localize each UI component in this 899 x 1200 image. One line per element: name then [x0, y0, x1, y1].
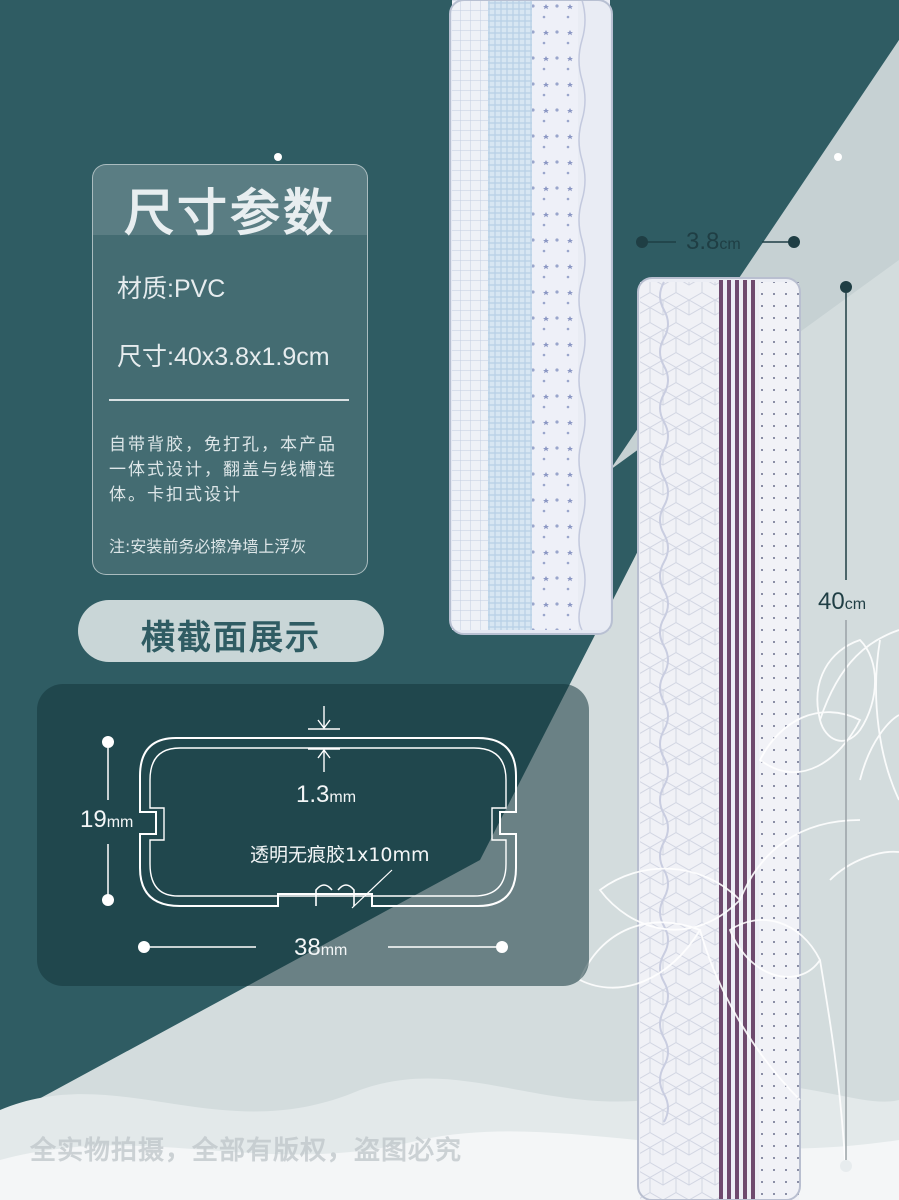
spec-description: 自带背胶，免打孔，本产品一体式设计，翻盖与线槽连体。卡扣式设计 [109, 435, 337, 505]
spec-note: 注:安装前务必擦净墙上浮灰 [109, 537, 307, 556]
profile-outer [139, 737, 517, 907]
product-length-label: 40cm [818, 588, 867, 615]
spec-title-band [93, 165, 367, 235]
cross-section-pill: 横截面展示 [78, 600, 384, 662]
spec-title: 尺寸参数 [124, 184, 336, 242]
cross-section-panel [37, 684, 589, 986]
spec-card: 尺寸参数 材质:PVC 尺寸:40x3.8x1.9cm 自带背胶，免打孔，本产品… [92, 164, 368, 575]
thickness-label: 1.3mm [296, 781, 357, 808]
cross-section-title: 横截面展示 [141, 618, 321, 658]
profile-inner [149, 747, 507, 897]
profile-clip [315, 884, 355, 906]
adhesive-label: 透明无痕胶1x10mm [250, 844, 430, 866]
product-width-label: 3.8cm [686, 228, 741, 255]
material-line: 材质:PVC [117, 275, 226, 303]
copyright-watermark: 全实物拍摄，全部有版权，盗图必究 [30, 1136, 463, 1166]
spec-divider [109, 399, 349, 401]
size-line: 尺寸:40x3.8x1.9cm [117, 343, 330, 371]
adhesive-pointer [351, 869, 393, 909]
height-label: 19mm [80, 806, 134, 833]
width-label: 38mm [294, 934, 348, 961]
